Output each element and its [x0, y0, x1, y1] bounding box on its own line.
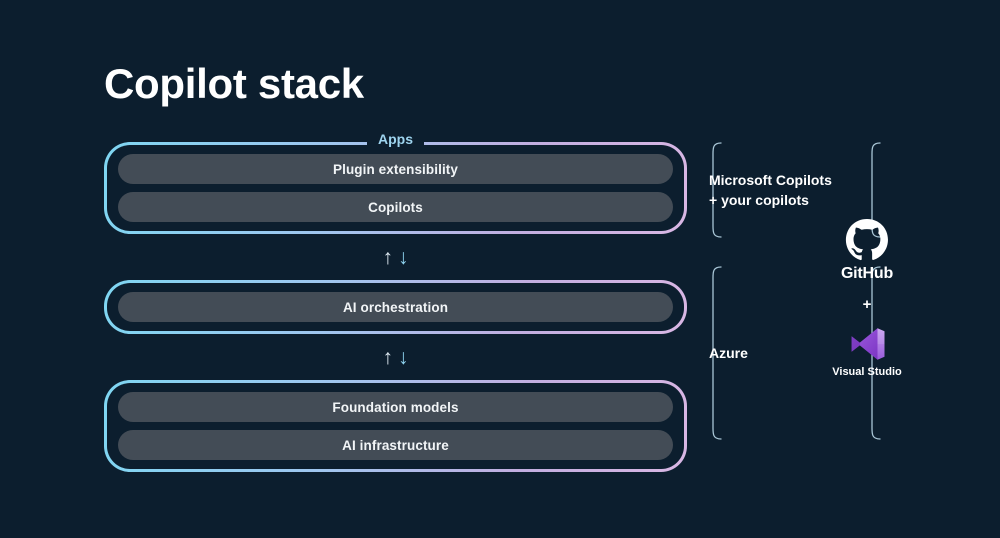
layer-orchestration: AI orchestration — [104, 280, 687, 334]
visual-studio-icon — [851, 328, 885, 360]
page-title: Copilot stack — [104, 60, 364, 107]
stack-item-plugin-extensibility[interactable]: Plugin extensibility — [118, 154, 673, 184]
annotation-copilots-line1: Microsoft Copilots — [709, 172, 832, 188]
stack-item-copilots[interactable]: Copilots — [118, 192, 673, 222]
brace-azure-left-icon — [707, 266, 723, 440]
arrow-up-icon: ↑ — [382, 245, 394, 269]
brace-copilots-left-icon — [707, 142, 723, 238]
arrow-up-icon: ↑ — [382, 345, 394, 369]
logo-separator-plus: + — [862, 296, 872, 313]
github-logo: GitHub — [841, 218, 893, 283]
stack-item-ai-orchestration[interactable]: AI orchestration — [118, 292, 673, 322]
layer-apps: Plugin extensibility Copilots Apps — [104, 131, 687, 234]
visual-studio-label: Visual Studio — [832, 366, 902, 378]
annotation-azure-line1: Azure — [709, 345, 748, 361]
stack-item-foundation-models[interactable]: Foundation models — [118, 392, 673, 422]
arrow-down-icon: ↓ — [398, 345, 409, 369]
annotation-copilots: Microsoft Copilots + your copilots — [709, 170, 832, 211]
github-icon — [845, 218, 888, 261]
layer-platform: Foundation models AI infrastructure — [104, 380, 687, 472]
annotation-azure: Azure — [709, 343, 748, 363]
connector-arrows-upper: ↑ ↓ — [104, 234, 687, 280]
logo-column: GitHub + — [812, 218, 922, 378]
connector-arrows-lower: ↑ ↓ — [104, 334, 687, 380]
arrow-down-icon: ↓ — [398, 245, 409, 269]
visual-studio-logo: Visual Studio — [832, 324, 902, 378]
stack-diagram: Plugin extensibility Copilots Apps ↑ ↓ A… — [104, 131, 687, 472]
github-label: GitHub — [840, 265, 894, 282]
stack-item-ai-infrastructure[interactable]: AI infrastructure — [118, 430, 673, 460]
brace-copilots-right-icon — [866, 142, 882, 238]
annotation-copilots-line2: + your copilots — [709, 192, 809, 209]
